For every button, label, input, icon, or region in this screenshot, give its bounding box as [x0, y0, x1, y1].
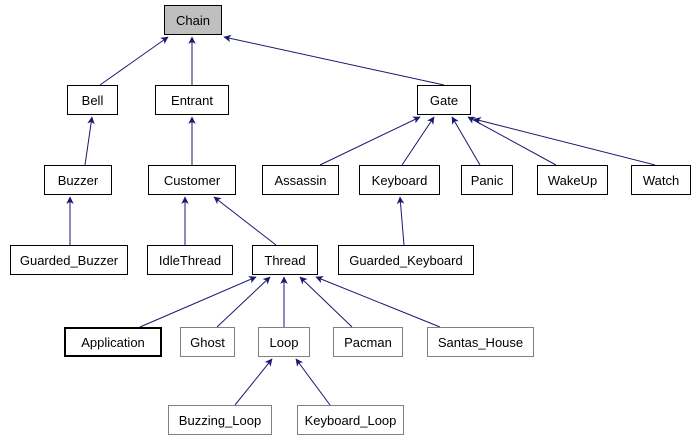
class-node-label: Buzzer [57, 172, 99, 188]
class-node-label: Guarded_Buzzer [19, 252, 119, 268]
class-node-bell[interactable]: Bell [67, 85, 118, 115]
inheritance-edge-ghost-to-thread [216, 276, 271, 328]
class-node-entrant[interactable]: Entrant [155, 85, 229, 115]
class-node-guarded_keyboard[interactable]: Guarded_Keyboard [338, 245, 474, 275]
class-node-santas_house[interactable]: Santas_House [427, 327, 534, 357]
class-node-label: Keyboard_Loop [304, 412, 397, 428]
class-node-label: WakeUp [547, 172, 598, 188]
inheritance-edge-panic-to-gate [451, 116, 481, 166]
inheritance-edge-keyboard-to-gate [401, 116, 435, 166]
class-node-guarded_buzzer[interactable]: Guarded_Buzzer [10, 245, 128, 275]
class-node-label: Guarded_Keyboard [349, 252, 463, 268]
class-node-label: Ghost [190, 334, 225, 350]
class-node-panic[interactable]: Panic [461, 165, 513, 195]
class-node-label: Thread [264, 252, 306, 268]
class-node-chain[interactable]: Chain [164, 5, 222, 35]
class-node-thread[interactable]: Thread [252, 245, 318, 275]
class-node-label: Entrant [171, 92, 213, 108]
class-node-label: Application [81, 334, 145, 350]
class-node-wakeup[interactable]: WakeUp [537, 165, 608, 195]
class-node-application[interactable]: Application [64, 327, 162, 357]
class-node-label: Pacman [344, 334, 392, 350]
inheritance-edge-bell-to-chain [99, 36, 169, 86]
class-node-label: IdleThread [158, 252, 222, 268]
class-node-ghost[interactable]: Ghost [180, 327, 235, 357]
class-node-label: Panic [470, 172, 504, 188]
class-node-customer[interactable]: Customer [148, 165, 236, 195]
inheritance-edge-pacman-to-thread [299, 276, 353, 328]
class-node-label: Keyboard [371, 172, 428, 188]
inheritance-edge-application-to-thread [139, 276, 257, 328]
class-node-pacman[interactable]: Pacman [333, 327, 403, 357]
class-node-idlethread[interactable]: IdleThread [147, 245, 233, 275]
inheritance-edge-buzzing_loop-to-loop [234, 358, 273, 406]
inheritance-edge-keyboard_loop-to-loop [295, 358, 331, 406]
inheritance-edge-santas_house-to-thread [315, 276, 441, 328]
class-node-label: Customer [163, 172, 221, 188]
inheritance-edge-guarded_keyboard-to-keyboard [396, 196, 405, 246]
inheritance-edge-thread-to-customer [213, 196, 277, 246]
class-node-assassin[interactable]: Assassin [262, 165, 339, 195]
class-node-buzzer[interactable]: Buzzer [44, 165, 112, 195]
class-node-watch[interactable]: Watch [631, 165, 691, 195]
class-node-keyboard[interactable]: Keyboard [359, 165, 440, 195]
class-node-label: Loop [269, 334, 299, 350]
class-node-loop[interactable]: Loop [258, 327, 310, 357]
class-node-label: Watch [642, 172, 680, 188]
class-node-label: Buzzing_Loop [178, 412, 262, 428]
inheritance-edge-watch-to-gate [473, 117, 656, 166]
class-node-label: Chain [176, 12, 210, 28]
class-node-label: Assassin [274, 172, 327, 188]
class-node-keyboard_loop[interactable]: Keyboard_Loop [297, 405, 404, 435]
inheritance-edge-assassin-to-gate [319, 116, 421, 166]
inheritance-edge-buzzer-to-bell [84, 116, 95, 166]
class-node-label: Gate [429, 92, 459, 108]
inheritance-edge-wakeup-to-gate [467, 116, 557, 166]
class-node-gate[interactable]: Gate [417, 85, 471, 115]
class-node-buzzing_loop[interactable]: Buzzing_Loop [168, 405, 272, 435]
class-node-label: Bell [81, 92, 104, 108]
inheritance-edge-gate-to-chain [223, 34, 445, 86]
class-node-label: Santas_House [437, 334, 524, 350]
